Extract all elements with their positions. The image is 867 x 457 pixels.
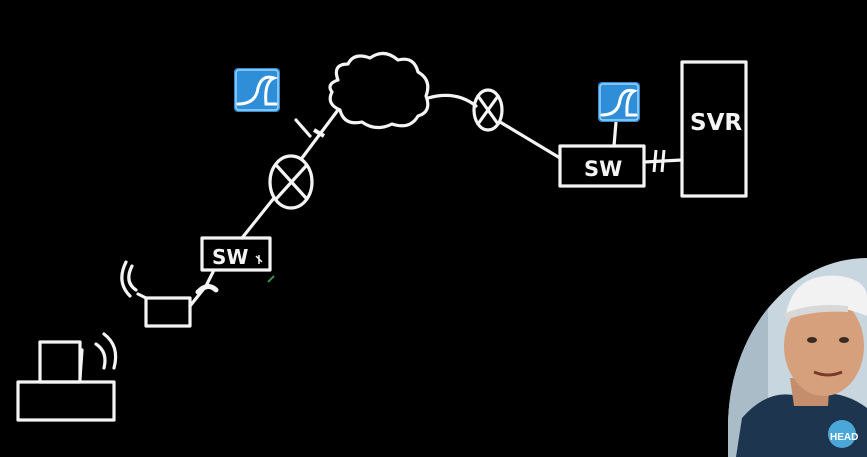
tap-line-right [612, 120, 618, 148]
access-point-drawing [136, 292, 192, 328]
switch-right-label: SW [584, 157, 622, 181]
access-point-wifi-icon [120, 260, 138, 298]
wireshark-icon [234, 68, 280, 112]
tap-marker [312, 128, 326, 138]
router-left-icon [268, 154, 314, 210]
server-box [680, 60, 748, 198]
router-right-icon [472, 88, 504, 132]
switch-left-box [200, 236, 272, 272]
shirt-logo-text: HEAD [830, 432, 858, 443]
switch-left-label: SW [212, 245, 248, 269]
switch-right-box [558, 144, 646, 188]
tap-line [294, 118, 312, 138]
cursor-icon [255, 255, 263, 264]
link-cloud-to-router [426, 93, 478, 108]
laptop-wifi-icon [94, 332, 118, 370]
wireshark-icon [598, 82, 640, 122]
laptop-drawing [16, 340, 116, 422]
tap-marker-right [652, 149, 666, 173]
link-router-to-switch [498, 120, 562, 160]
marker-mark [267, 275, 275, 283]
server-label: SVR [690, 110, 742, 136]
internet-cloud-icon [328, 51, 430, 130]
link-switch-to-router [240, 196, 276, 240]
link-marker [195, 284, 219, 295]
